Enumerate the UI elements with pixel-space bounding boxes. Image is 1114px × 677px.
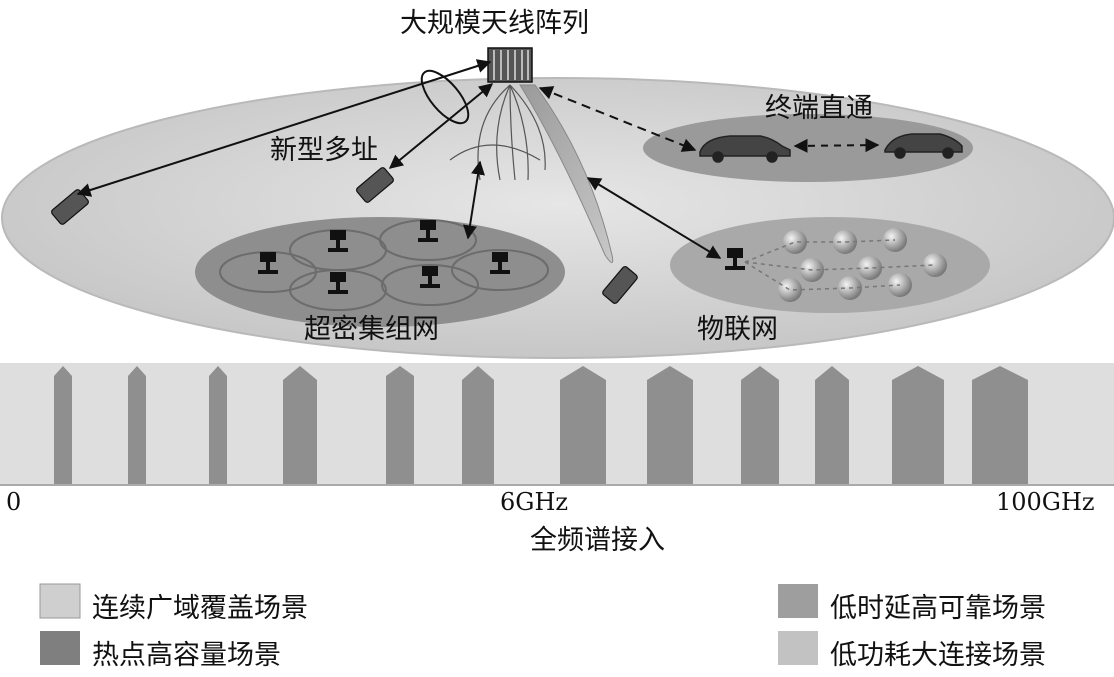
legend-label: 连续广域覆盖场景 (92, 593, 308, 624)
legend-label: 热点高容量场景 (92, 640, 281, 671)
legend-item-low-latency: 低时延高可靠场景 (830, 586, 1046, 625)
spectrum-spike (892, 366, 944, 485)
axis-tick-100ghz: 100GHz (996, 488, 1095, 516)
ultra-dense-cluster (195, 217, 565, 327)
spectrum-spike (386, 366, 414, 485)
spectrum-spike (462, 366, 494, 485)
spectrum-spike (128, 366, 146, 485)
new-multiple-access-label: 新型多址 (270, 135, 378, 166)
iot-label: 物联网 (697, 314, 778, 345)
spectrum-spike (54, 366, 72, 485)
d2d-label: 终端直通 (765, 93, 873, 124)
legend-swatch-wide-area (39, 583, 81, 619)
spectrum-spike (283, 366, 317, 485)
legend-item-wide-area: 连续广域覆盖场景 (92, 586, 308, 625)
spectrum-spike (815, 366, 849, 485)
link-arrows (76, 59, 880, 259)
legend-item-low-power: 低功耗大连接场景 (830, 633, 1046, 672)
small-cell-icon (258, 220, 745, 294)
spectrum-spike (741, 366, 779, 485)
antenna-array-icon (487, 47, 533, 83)
spectrum-spike (209, 366, 227, 485)
ultra-dense-label: 超密集组网 (304, 314, 439, 345)
legend-item-hotspot: 热点高容量场景 (92, 633, 281, 672)
spectrum-spikes (54, 366, 1028, 485)
coverage-ellipse-edge (1, 77, 1114, 359)
spectrum-spike (647, 366, 693, 485)
legend-label: 低功耗大连接场景 (830, 640, 1046, 671)
axis-tick-6ghz: 6GHz (500, 488, 569, 516)
legend-swatch-low-power (778, 631, 818, 665)
full-spectrum-label: 全频谱接入 (530, 525, 665, 556)
legend-swatch-low-latency (778, 584, 818, 618)
car-icon (884, 133, 963, 159)
spectrum-band (0, 363, 1114, 485)
legend-swatch-hotspot (40, 631, 80, 665)
spectrum-spike (560, 366, 606, 485)
axis-tick-0: 0 (6, 488, 22, 516)
car-icon (699, 135, 791, 163)
legend-label: 低时延高可靠场景 (830, 593, 1046, 624)
iot-links (744, 239, 936, 291)
spectrum-spike (972, 366, 1028, 485)
massive-mimo-label: 大规模天线阵列 (400, 8, 589, 39)
